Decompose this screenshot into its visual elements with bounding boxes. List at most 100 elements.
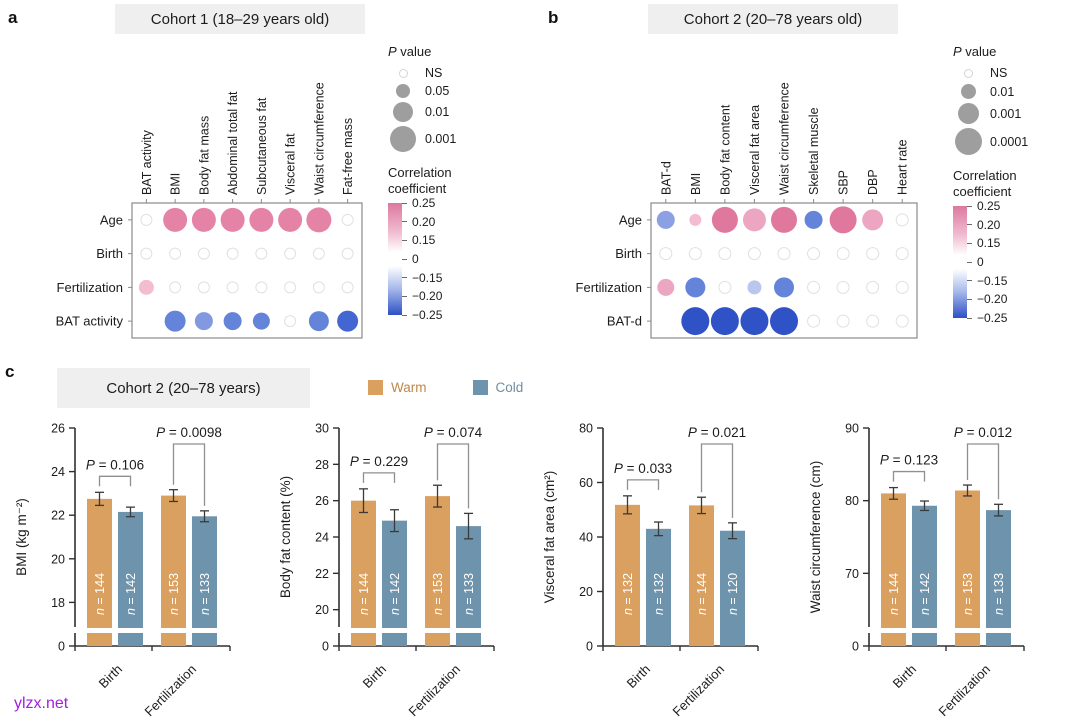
bubble	[337, 310, 359, 332]
n-label: n = 144	[93, 573, 107, 615]
x-tick-label: Birth	[96, 662, 126, 692]
row-label: Age	[619, 212, 642, 227]
colorbar-tick: −0.15	[967, 274, 1007, 288]
row-label: BAT activity	[56, 314, 124, 329]
p-value-label: P = 0.229	[350, 454, 408, 469]
colorbar-tick: 0	[967, 255, 984, 269]
y-tick-label: 20	[579, 585, 593, 599]
n-label: n = 142	[388, 573, 402, 615]
bubble-ns	[312, 247, 325, 260]
p-value-label: P = 0.033	[614, 461, 672, 476]
row-label: BAT-d	[607, 314, 642, 329]
bubble	[742, 208, 766, 232]
pvalue-legend-label: 0.0001	[990, 134, 1029, 149]
y-tick-label: 22	[51, 509, 65, 523]
bubble	[308, 311, 329, 332]
n-label: n = 144	[357, 573, 371, 615]
bubble-ns	[197, 247, 210, 260]
watermark: ylzx.net	[14, 695, 69, 712]
bar-stub	[456, 633, 481, 646]
significance-bracket	[172, 443, 206, 506]
bar	[912, 505, 937, 628]
x-tick-label: Birth	[624, 662, 654, 692]
y-tick-label: 60	[579, 476, 593, 490]
column-label: Visceral fat	[284, 133, 298, 195]
n-label: n = 132	[652, 573, 666, 615]
bubble	[138, 279, 154, 295]
bubble-ns	[866, 247, 880, 261]
pvalue-size-circle	[396, 84, 410, 98]
pvalue-legend-item: 0.0001	[953, 128, 1078, 155]
bubble	[689, 213, 702, 226]
bubble	[191, 207, 216, 232]
y-tick-label: 30	[315, 422, 329, 436]
panel-c-label: c	[5, 362, 15, 381]
bubble	[194, 312, 213, 331]
x-tick-label: Birth	[890, 662, 920, 692]
y-axis-label: BMI (kg m⁻²)	[14, 498, 29, 576]
y-tick-label: 24	[51, 465, 65, 479]
significance-bracket	[98, 475, 132, 487]
y-tick-label: 0	[586, 640, 593, 654]
bubble	[685, 277, 706, 298]
bubble	[711, 206, 738, 233]
p-value-label: P = 0.123	[880, 453, 938, 468]
pvalue-legend-label: 0.01	[990, 84, 1015, 99]
x-tick-label: Fertilization	[142, 662, 200, 720]
row-label: Birth	[615, 246, 642, 261]
bar-stub	[192, 633, 217, 646]
legend-item-warm: Warm	[368, 380, 427, 395]
column-label: Fat-free mass	[341, 118, 355, 195]
colorbar-gradient	[388, 203, 402, 315]
bar	[351, 500, 376, 628]
pvalue-legend-item: 0.001	[953, 103, 1078, 124]
bubble-ns	[895, 213, 909, 227]
bubble-ns	[284, 281, 297, 294]
bubble	[681, 307, 710, 336]
bubble	[710, 307, 739, 336]
pvalue-legend-item: 0.01	[388, 102, 508, 122]
series-legend: Warm Cold	[368, 380, 523, 395]
bubble	[862, 209, 884, 231]
colorbar-tick: 0.25	[967, 199, 1000, 213]
bubble	[220, 207, 245, 232]
y-tick-label: 0	[322, 640, 329, 654]
warm-swatch	[368, 380, 383, 395]
bubble	[804, 210, 823, 229]
column-label: Skeletal muscle	[807, 107, 821, 195]
n-label: n = 142	[918, 573, 932, 615]
panel-a-label: a	[8, 8, 18, 27]
pvalue-legend-label: 0.001	[425, 132, 457, 146]
significance-bracket	[700, 443, 734, 518]
panel-b-header: Cohort 2 (20–78 years old)	[648, 4, 898, 34]
pvalue-size-circle	[960, 84, 976, 99]
bubble-ns	[866, 314, 880, 328]
panel-b-label: b	[548, 8, 559, 27]
bar	[646, 528, 671, 646]
pvalue-size-circle	[393, 102, 413, 122]
bubble-ns	[341, 213, 354, 226]
x-tick-label: Fertilization	[936, 662, 994, 720]
bubble-ns	[807, 314, 821, 328]
bubble-ns	[895, 280, 909, 294]
bubble-ns	[718, 247, 732, 261]
y-tick-label: 18	[51, 596, 65, 610]
bubble-ns	[747, 247, 761, 261]
y-tick-label: 24	[315, 531, 329, 545]
bar-stub	[425, 633, 450, 646]
n-label: n = 153	[961, 573, 975, 615]
n-label: n = 133	[462, 573, 476, 615]
x-tick-label: Birth	[360, 662, 390, 692]
colorbar-tick: −0.25	[967, 311, 1007, 325]
bubble	[278, 207, 303, 232]
bubble	[223, 312, 242, 331]
y-tick-label: 80	[579, 422, 593, 436]
bar	[615, 504, 640, 646]
colorbar-tick: 0.20	[967, 218, 1000, 232]
n-label: n = 144	[887, 573, 901, 615]
bubble-ns	[169, 281, 182, 294]
colorbar-title: Correlation	[388, 165, 452, 180]
p-value-label: P = 0.106	[86, 457, 144, 472]
